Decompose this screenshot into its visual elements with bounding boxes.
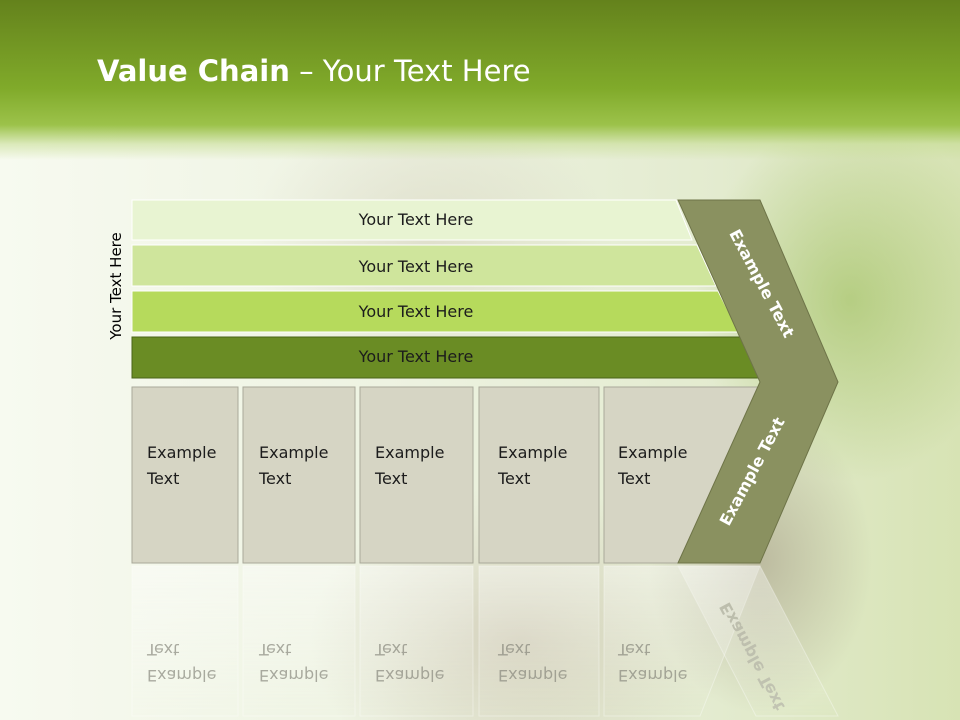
box-1-reflection-line1: Example — [147, 666, 216, 685]
box-5-line2: Text — [617, 469, 650, 488]
box-reflection — [242, 565, 356, 717]
box-reflection — [131, 565, 239, 717]
banner-4-label: Your Text Here — [358, 347, 474, 366]
chevron-reflection — [677, 565, 839, 717]
box-2-reflection-line1: Example — [259, 666, 328, 685]
banner-3-label: Your Text Here — [358, 302, 474, 321]
activity-box-4 — [478, 386, 600, 564]
banner-stack: Your Text Here Your Text Here Your Text … — [131, 199, 763, 379]
activity-box-3 — [359, 386, 474, 564]
header-band — [0, 0, 960, 160]
diagram-reflection: Example Text Example Text Example Text E… — [131, 565, 839, 717]
title-bold: Value Chain — [97, 54, 290, 88]
box-2-line1: Example — [259, 443, 328, 462]
box-reflection — [359, 565, 474, 717]
box-1-line1: Example — [147, 443, 216, 462]
box-3-reflection-line2: Text — [374, 640, 407, 659]
title-rest: – Your Text Here — [289, 54, 531, 88]
box-2-reflection-line2: Text — [258, 640, 291, 659]
box-5-line1: Example — [618, 443, 687, 462]
box-reflection — [478, 565, 600, 717]
box-4-reflection-line1: Example — [498, 666, 567, 685]
box-1-reflection-line2: Text — [146, 640, 179, 659]
activity-box-2 — [242, 386, 356, 564]
box-4-reflection-line2: Text — [497, 640, 530, 659]
box-3-line2: Text — [374, 469, 407, 488]
box-2-line2: Text — [258, 469, 291, 488]
box-3-reflection-line1: Example — [375, 666, 444, 685]
slide-title: Value Chain – Your Text Here — [97, 54, 531, 88]
banner-2 — [131, 244, 717, 287]
box-4-line1: Example — [498, 443, 567, 462]
box-1-line2: Text — [146, 469, 179, 488]
banner-1-label: Your Text Here — [358, 210, 474, 229]
activity-box-1 — [131, 386, 239, 564]
activity-boxes: Example Text Example Text Example Text E… — [131, 386, 761, 564]
box-5-reflection-line1: Example — [618, 666, 687, 685]
box-4-line2: Text — [497, 469, 530, 488]
box-3-line1: Example — [375, 443, 444, 462]
box-5-reflection-line2: Text — [617, 640, 650, 659]
banner-2-label: Your Text Here — [358, 257, 474, 276]
banner-1 — [131, 199, 693, 241]
chevron-shape — [677, 199, 839, 564]
